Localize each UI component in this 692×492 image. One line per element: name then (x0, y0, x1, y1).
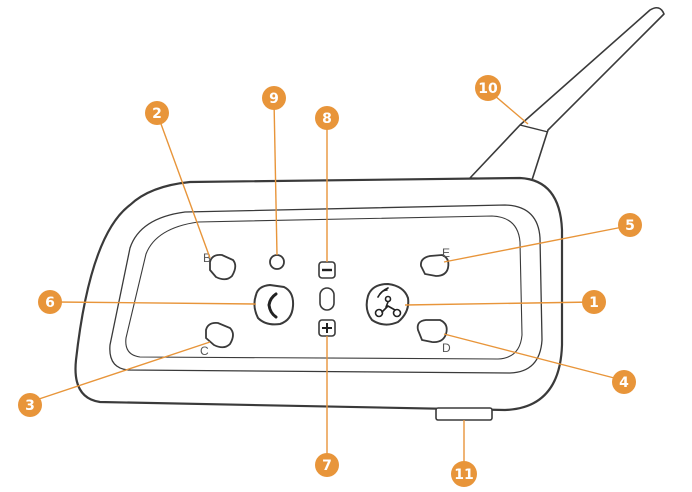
button-c[interactable] (205, 321, 234, 349)
callout-9: 9 (262, 86, 286, 110)
svg-text:5: 5 (625, 218, 635, 234)
motorcycle-rider-icon (374, 287, 402, 318)
charging-port (435, 407, 493, 421)
callout-3: 3 (18, 393, 42, 417)
phone-button[interactable] (253, 283, 295, 326)
svg-text:6: 6 (45, 295, 55, 311)
callout-5: 5 (618, 213, 642, 237)
button-b[interactable] (209, 253, 237, 281)
callout-10: 10 (475, 75, 501, 101)
antenna (469, 6, 665, 181)
callout-7: 7 (315, 453, 339, 477)
callout-11: 11 (451, 461, 477, 487)
volume-up-button[interactable] (318, 319, 336, 337)
phone-icon (267, 292, 278, 319)
intercom-button[interactable] (365, 282, 410, 326)
led-indicator (269, 254, 285, 270)
svg-text:3: 3 (25, 398, 35, 414)
svg-text:1: 1 (589, 295, 599, 311)
callout-8: 8 (315, 106, 339, 130)
device-panel-outer (109, 204, 543, 374)
callout-1: 1 (582, 290, 606, 314)
svg-text:11: 11 (454, 467, 473, 483)
middle-sensor (319, 287, 335, 311)
button-d[interactable] (416, 319, 448, 343)
svg-text:10: 10 (478, 81, 498, 97)
svg-text:8: 8 (322, 111, 332, 127)
svg-text:4: 4 (619, 375, 629, 391)
plus-icon (322, 323, 332, 333)
volume-down-button[interactable] (318, 261, 336, 279)
callout-6: 6 (38, 290, 62, 314)
svg-text:7: 7 (322, 458, 332, 474)
device-panel-inner (125, 215, 523, 360)
svg-text:9: 9 (269, 91, 279, 107)
device-body-outer (74, 176, 564, 412)
button-d-label: D (442, 341, 451, 355)
svg-text:2: 2 (152, 106, 162, 122)
callout-2: 2 (145, 101, 169, 125)
callout-4: 4 (612, 370, 636, 394)
button-b-label: B (203, 251, 211, 265)
button-e-label: E (442, 246, 450, 260)
button-c-label: C (200, 344, 209, 358)
